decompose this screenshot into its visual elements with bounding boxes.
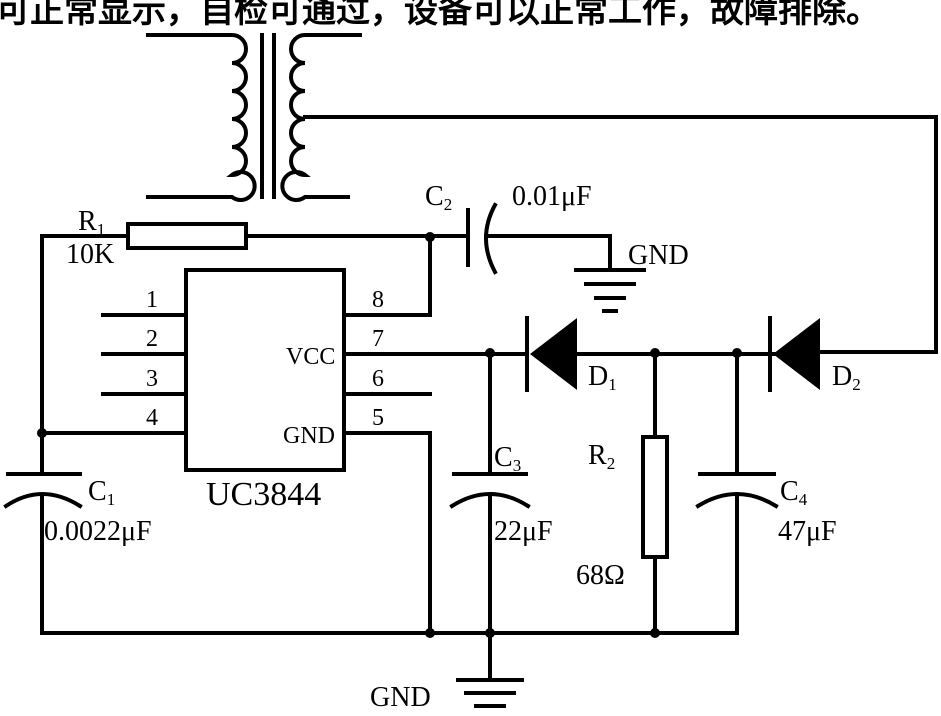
- pin5-number: 5: [372, 405, 384, 431]
- caption-text: 可正常显示，自检可通过，设备可以正常工作，故障排除。: [0, 0, 880, 31]
- ic-uc3844-body: [184, 268, 346, 472]
- r2-value: 68Ω: [576, 560, 625, 591]
- pin4-number: 4: [146, 405, 158, 431]
- junction-dot: [485, 628, 495, 638]
- ic-gnd-label: GND: [283, 423, 335, 449]
- pin7-number: 7: [372, 326, 384, 352]
- diode-d1: [525, 316, 577, 392]
- pin2-number: 2: [146, 326, 158, 352]
- d1-label: D1: [588, 361, 617, 394]
- c2-gnd-wire: [484, 234, 612, 270]
- c2-value: 0.01μF: [512, 181, 592, 212]
- ic-name-label: UC3844: [206, 476, 321, 513]
- junction-dot: [37, 428, 47, 438]
- secondary-feed-wire: [303, 115, 938, 354]
- gnd-top-label: GND: [628, 240, 689, 271]
- pin3-number: 3: [146, 366, 158, 392]
- r1-label: R1: [78, 206, 105, 239]
- pin6-number: 6: [372, 366, 384, 392]
- pin8-wire: [342, 234, 432, 317]
- c1-value: 0.0022μF: [44, 516, 152, 547]
- r2-resistor: [641, 435, 669, 559]
- r1-resistor: [126, 222, 248, 250]
- c4-label: C4: [780, 476, 808, 509]
- c2-plate-right: [484, 202, 498, 275]
- junction-dot: [425, 628, 435, 638]
- r1-value: 10K: [66, 239, 114, 270]
- pin8-number: 8: [372, 287, 384, 313]
- secondary-winding: [280, 33, 362, 202]
- c2-label: C2: [425, 181, 452, 214]
- ground-symbol-top: [574, 268, 646, 313]
- c4-bottom-wire: [653, 494, 739, 635]
- c3-label: C3: [494, 442, 521, 475]
- c3-value: 22μF: [494, 516, 553, 547]
- c1-label: C1: [88, 476, 115, 509]
- pin5-lead: [342, 431, 432, 635]
- d2-label: D2: [832, 361, 861, 394]
- diode-d2: [768, 316, 820, 392]
- ic-vcc-label: VCC: [286, 344, 335, 370]
- pin1-number: 1: [146, 287, 158, 313]
- transformer: [146, 33, 362, 202]
- primary-winding: [146, 33, 257, 202]
- junction-dot: [425, 232, 435, 242]
- gnd-bottom-label: GND: [370, 682, 431, 713]
- left-rail-lower: [40, 494, 657, 635]
- r2-label: R2: [588, 440, 615, 473]
- c4-value: 47μF: [778, 516, 837, 547]
- ground-symbol-bottom: [456, 678, 524, 708]
